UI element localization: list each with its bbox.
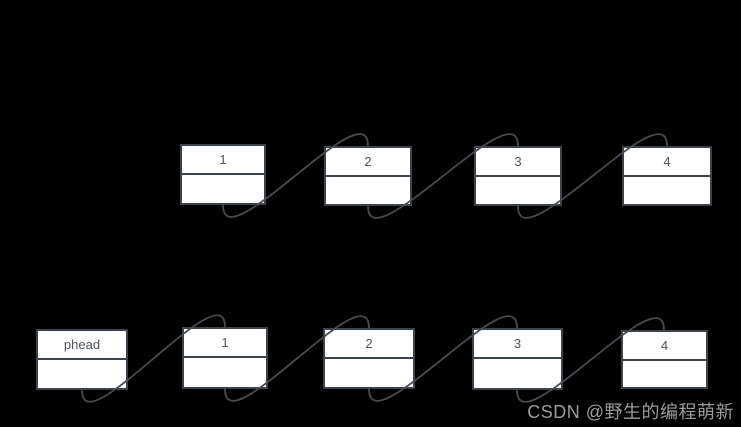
node-data-cell: phead <box>38 331 126 360</box>
bottom-list-node-2: 2 <box>323 328 415 389</box>
node-label: 3 <box>513 336 522 351</box>
top-list-node-2: 2 <box>324 146 412 206</box>
bottom-list-node-4: 4 <box>621 330 708 389</box>
bottom-list-node-1: 1 <box>182 327 268 389</box>
node-label: 2 <box>364 154 372 169</box>
bottom-list-node-phead: phead <box>36 329 128 390</box>
node-label: phead <box>63 337 101 352</box>
top-list-node-4: 4 <box>622 146 712 206</box>
node-next-cell <box>182 175 264 203</box>
node-label: 1 <box>219 152 227 167</box>
bottom-list-node-3: 3 <box>472 328 563 390</box>
node-data-cell: 2 <box>326 148 410 177</box>
node-label: 4 <box>663 154 671 169</box>
node-data-cell: 4 <box>623 332 706 361</box>
node-data-cell: 1 <box>182 146 264 175</box>
node-label: 1 <box>221 335 229 350</box>
node-next-cell <box>624 177 710 204</box>
node-next-cell <box>474 359 561 388</box>
node-data-cell: 4 <box>624 148 710 177</box>
node-next-cell <box>38 360 126 388</box>
node-label: 2 <box>365 336 373 351</box>
top-list-node-1: 1 <box>180 144 266 205</box>
top-list-node-3: 3 <box>474 146 562 206</box>
node-data-cell: 1 <box>184 329 266 358</box>
watermark: CSDN @野生的编程萌新 <box>527 402 734 422</box>
node-data-cell: 2 <box>325 330 413 359</box>
node-data-cell: 3 <box>474 330 561 359</box>
node-data-cell: 3 <box>476 148 560 177</box>
node-label: 3 <box>514 154 522 169</box>
node-next-cell <box>623 361 706 387</box>
node-next-cell <box>184 358 266 387</box>
node-label: 4 <box>660 338 669 353</box>
node-next-cell <box>326 177 410 204</box>
node-next-cell <box>325 359 413 387</box>
node-next-cell <box>476 177 560 204</box>
